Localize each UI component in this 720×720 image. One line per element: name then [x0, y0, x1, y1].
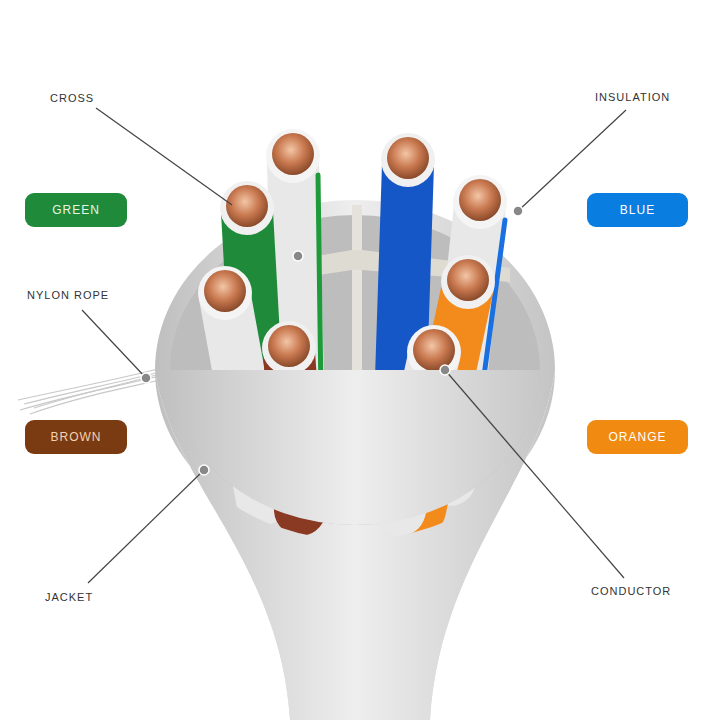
part-label: NYLON ROPE	[27, 289, 109, 301]
color-tag: BROWN	[25, 420, 127, 454]
part-label: INSULATION	[595, 91, 670, 103]
part-label: JACKET	[45, 591, 93, 603]
color-name: BLUE	[620, 203, 655, 217]
part-label: CONDUCTOR	[591, 585, 671, 597]
color-tag: GREEN	[25, 193, 127, 227]
leader-lines	[82, 108, 626, 583]
nylon-rope	[18, 369, 160, 414]
color-tag: BLUE	[587, 193, 688, 227]
color-name: BROWN	[51, 430, 102, 444]
jacket-back	[155, 200, 555, 720]
part-label: CROSS	[50, 92, 94, 104]
color-name: GREEN	[52, 203, 100, 217]
jacket-front	[155, 370, 555, 720]
color-name: ORANGE	[608, 430, 666, 444]
color-tag: ORANGE	[587, 420, 688, 454]
conductor-tips	[198, 129, 507, 379]
